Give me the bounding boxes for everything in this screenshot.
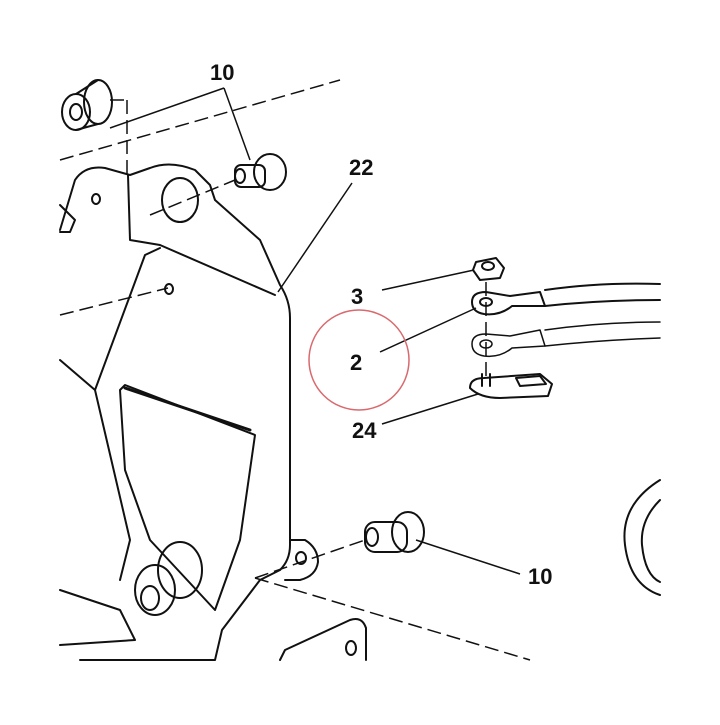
lower-plate: [279, 618, 367, 661]
callout-24: 24: [352, 418, 377, 443]
pivot-hole-upper: [161, 177, 199, 223]
callout-3: 3: [351, 284, 364, 309]
leader-22: [277, 182, 353, 293]
highlight-circle: [308, 309, 410, 411]
leader-2: [379, 307, 477, 353]
callout-22: 22: [349, 155, 374, 180]
pivot-boss-lower-hole: [140, 585, 160, 611]
nut: [472, 257, 505, 281]
leader-3: [381, 269, 475, 291]
pivot-hole-small: [91, 193, 101, 205]
callout-10-bottom: 10: [528, 564, 553, 589]
pivot-boss-lower-outer: [157, 541, 203, 599]
mount-ear-hole: [295, 551, 307, 565]
leader-10-bottom: [415, 539, 521, 575]
assembly-line-top: [59, 79, 341, 161]
assembly-line-mid: [59, 287, 169, 316]
bracket-lower-arm: [94, 247, 161, 391]
assembly-line-bottom-horizontal: [254, 577, 531, 661]
bracket-outline: [59, 163, 291, 661]
lower-plate-hole: [345, 640, 357, 656]
callout-2: 2: [350, 350, 363, 375]
bushing-top-left: [61, 79, 113, 131]
leader-10-top-b: [223, 87, 251, 161]
bushing-top-center: [234, 153, 287, 191]
ring-terminal-lower: [471, 321, 661, 358]
leader-10-top-a: [109, 87, 225, 129]
bracket-inner-edge: [127, 174, 276, 296]
bracket-cutout: [119, 384, 256, 611]
mount-ear: [284, 539, 319, 581]
bracket-cutout-shade: [123, 386, 252, 432]
cable-loop-inner: [640, 499, 661, 583]
bracket-left-edge: [59, 359, 131, 581]
bracket-base-plate: [59, 589, 136, 646]
mounting-tab: [469, 373, 553, 399]
cable-loop: [623, 479, 661, 596]
callout-10-top: 10: [210, 60, 235, 85]
bracket-tab-left: [59, 204, 76, 233]
assembly-line-bottom: [254, 539, 366, 579]
pivot-boss-lower: [134, 564, 176, 616]
bushing-bottom: [364, 511, 425, 553]
leader-24: [381, 393, 479, 425]
assembly-line-top-bushing: [149, 179, 236, 216]
ring-terminal-upper: [471, 282, 661, 316]
